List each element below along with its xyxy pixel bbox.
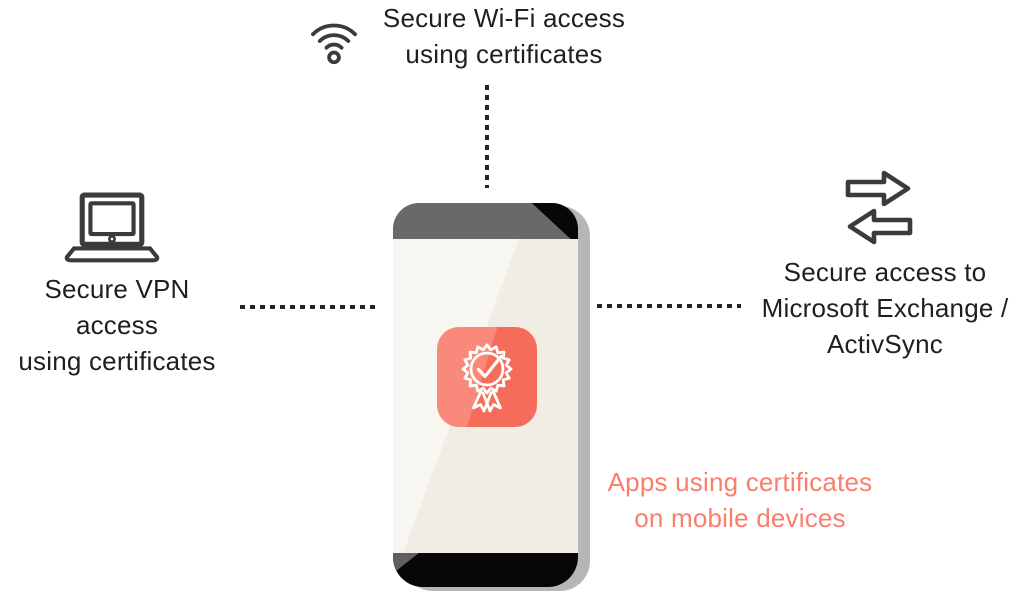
certificate-app-icon[interactable] [437, 327, 537, 427]
exchange-label-line1: Secure access to [783, 257, 987, 287]
phone-top-bezel [393, 203, 578, 239]
exchange-label-line2: Microsoft Exchange / [761, 293, 1009, 323]
exchange-label-line3: ActivSync [827, 329, 943, 359]
wifi-label: Secure Wi-Fi access using certificates [354, 0, 654, 72]
connector-wifi-dashed-line [485, 85, 489, 188]
apps-label-line2: on mobile devices [634, 503, 846, 533]
vpn-label-line2: using certificates [18, 346, 216, 376]
vpn-label-line1: Secure VPN access [44, 274, 190, 340]
wifi-icon [300, 2, 368, 71]
phone-bottom-bezel-shade [393, 553, 419, 574]
sync-arrows-icon [844, 169, 914, 254]
vpn-label: Secure VPN access using certificates [0, 271, 234, 379]
apps-label-line1: Apps using certificates [607, 467, 873, 497]
connector-exchange-dashed-line [597, 304, 741, 308]
phone-bottom-bezel [393, 553, 578, 587]
laptop-icon [60, 192, 164, 273]
apps-label: Apps using certificates on mobile device… [590, 464, 890, 536]
wifi-label-line1: Secure Wi-Fi access [382, 3, 626, 33]
wifi-label-line2: using certificates [405, 39, 603, 69]
phone-top-bezel-shade [531, 203, 578, 239]
phone-screen [393, 239, 578, 553]
certificate-badge-icon [461, 343, 513, 413]
smartphone [393, 203, 578, 587]
exchange-label: Secure access to Microsoft Exchange / Ac… [735, 254, 1024, 362]
connector-vpn-dashed-line [240, 305, 378, 309]
